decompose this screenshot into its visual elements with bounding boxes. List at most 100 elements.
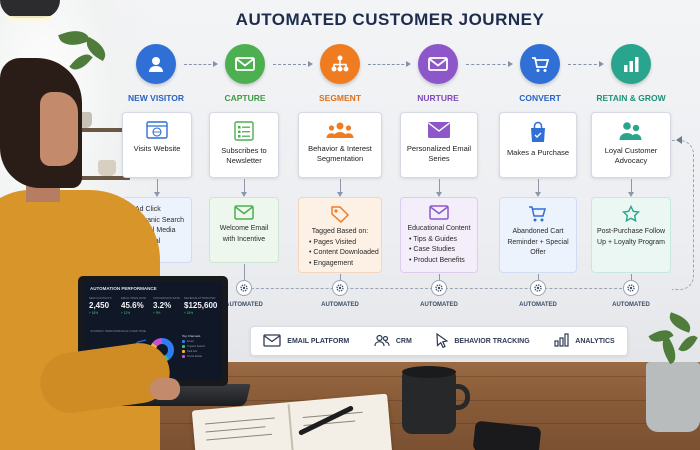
- group-icon: [299, 121, 381, 139]
- connector-arrow: [154, 179, 160, 197]
- retain-detail-box: Post-Purchase Follow Up + Loyalty Progra…: [591, 197, 671, 273]
- connector-arrow: [436, 179, 442, 197]
- loop-back-line: [672, 140, 694, 290]
- tool-label: ANALYTICS: [575, 337, 615, 345]
- list-item: Ad Click: [131, 205, 191, 216]
- flow-arrow: [466, 61, 513, 67]
- list-item: Social Media: [131, 226, 191, 237]
- card-subscribes: Subscribes to Newsletter: [209, 112, 279, 178]
- detail-text: Welcome Email with Incentive: [219, 225, 269, 243]
- detail-text: Post-Purchase Follow Up + Loyalty Progra…: [596, 228, 666, 246]
- tag-icon: [299, 205, 381, 223]
- bar-chart-icon: [554, 333, 569, 349]
- stage-label-segment: SEGMENT: [318, 93, 362, 103]
- connector-line: [538, 274, 539, 280]
- flow-arrow: [184, 61, 218, 67]
- shopping-bag-icon: [500, 121, 576, 143]
- envelope-icon: [210, 205, 278, 220]
- card-makes-purchase: Makes a Purchase: [499, 112, 577, 178]
- flow-arrow: [568, 61, 604, 67]
- tool-email-platform: EMAIL PLATFORM: [263, 333, 349, 349]
- flow-arrow: [273, 61, 313, 67]
- stage-label-new-visitor: NEW VISITOR: [127, 93, 185, 103]
- connector-line: [244, 264, 245, 280]
- connector-arrow: [535, 179, 541, 197]
- tool-behavior-tracking: BEHAVIOR TRACKING: [436, 332, 530, 350]
- capture-detail-box: Welcome Email with Incentive: [209, 197, 279, 263]
- tool-label: BEHAVIOR TRACKING: [454, 337, 530, 345]
- connector-arrow: [241, 179, 247, 197]
- bar-chart-icon: [611, 44, 651, 84]
- globe-icon: [123, 121, 191, 139]
- envelope-icon: [263, 333, 281, 349]
- list-item: Tips & Guides: [409, 235, 477, 246]
- mug-rim: [402, 366, 456, 378]
- convert-detail-box: Abandoned Cart Reminder + Special Offer: [499, 197, 577, 273]
- segment-detail-box: Tagged Based on: Pages Visited Content D…: [298, 197, 382, 273]
- coffee-mug: [402, 372, 456, 434]
- stage-label-convert: CONVERT: [519, 93, 561, 103]
- shelf: [70, 128, 130, 132]
- shelf: [70, 176, 130, 180]
- list-item: Content Downloaded: [309, 248, 381, 259]
- detail-title: Educational Content: [407, 225, 471, 232]
- card-visits-website: Visits Website: [122, 112, 192, 178]
- automated-label: AUTOMATED: [519, 302, 557, 308]
- automated-label: AUTOMATED: [420, 302, 458, 308]
- legend-item: Social Media: [182, 355, 202, 358]
- gear-icon: [530, 280, 546, 296]
- list-item: Engagement: [309, 259, 381, 270]
- cursor-icon: [436, 332, 449, 350]
- card-text: Personalized Email Series: [406, 144, 472, 164]
- star-icon: [592, 205, 670, 223]
- lamp-glow: [6, 16, 52, 22]
- list-item: Product Benefits: [409, 256, 477, 267]
- people-icon: [374, 334, 390, 349]
- envelope-icon: [418, 44, 458, 84]
- flow-arrow: [368, 61, 411, 67]
- legend-title: Top Channels: [182, 334, 201, 338]
- legend-item: Organic Search: [182, 345, 205, 348]
- nurture-detail-box: Educational Content Tips & Guides Case S…: [400, 197, 478, 273]
- card-text: Behavior & Interest Segmentation: [308, 144, 372, 164]
- tool-analytics: ANALYTICS: [554, 333, 615, 349]
- envelope-icon: [225, 44, 265, 84]
- detail-text: Abandoned Cart Reminder + Special Offer: [507, 228, 569, 256]
- mug-handle: [452, 384, 470, 410]
- card-email-series: Personalized Email Series: [400, 112, 478, 178]
- person-face: [40, 92, 78, 166]
- envelope-icon: [401, 121, 477, 139]
- card-loyal-advocacy: Loyal Customer Advocacy: [591, 112, 671, 178]
- automated-label: AUTOMATED: [612, 302, 650, 308]
- card-text: Visits Website: [133, 144, 181, 153]
- tool-crm: CRM: [374, 334, 412, 349]
- dashboard-subtitle: JOURNEY PERFORMANCE OVER TIME: [90, 329, 146, 333]
- connector-line: [631, 274, 632, 280]
- automated-label: AUTOMATED: [321, 302, 359, 308]
- shelf-pot: [98, 160, 116, 176]
- plant-pot: [646, 362, 700, 432]
- kpi-revenue: REVENUE ATTRIBUTED $125,600 + 24%: [184, 296, 218, 315]
- list-item: Organic Search: [131, 216, 191, 227]
- kpi-conversion-rate: CONVERSION RATE 3.2% + 9%: [153, 296, 180, 315]
- pendant-lamp: [0, 0, 60, 18]
- gear-icon: [236, 280, 252, 296]
- cart-icon: [520, 44, 560, 84]
- person-hand: [150, 378, 180, 400]
- connector-arrow: [337, 179, 343, 197]
- dashboard-title: AUTOMATION PERFORMANCE: [90, 286, 157, 291]
- stage-label-retain-grow: RETAIN & GROW: [596, 93, 666, 103]
- cart-icon: [500, 205, 576, 223]
- legend-item: Paid Ads: [182, 350, 197, 353]
- stage-label-capture: CAPTURE: [224, 93, 266, 103]
- card-segmentation: Behavior & Interest Segmentation: [298, 112, 382, 178]
- people-icon: [592, 121, 670, 141]
- legend-item: Email: [182, 340, 194, 343]
- kpi-open-rate: EMAIL OPEN RATE 45.6% + 12%: [121, 296, 147, 315]
- card-text: Makes a Purchase: [506, 148, 570, 157]
- envelope-icon: [401, 205, 477, 220]
- detail-title: Tagged Based on:: [311, 228, 369, 235]
- loop-back-arrowhead: [676, 136, 682, 144]
- stage-label-nurture: NURTURE: [417, 93, 459, 103]
- connector-arrow: [628, 179, 634, 197]
